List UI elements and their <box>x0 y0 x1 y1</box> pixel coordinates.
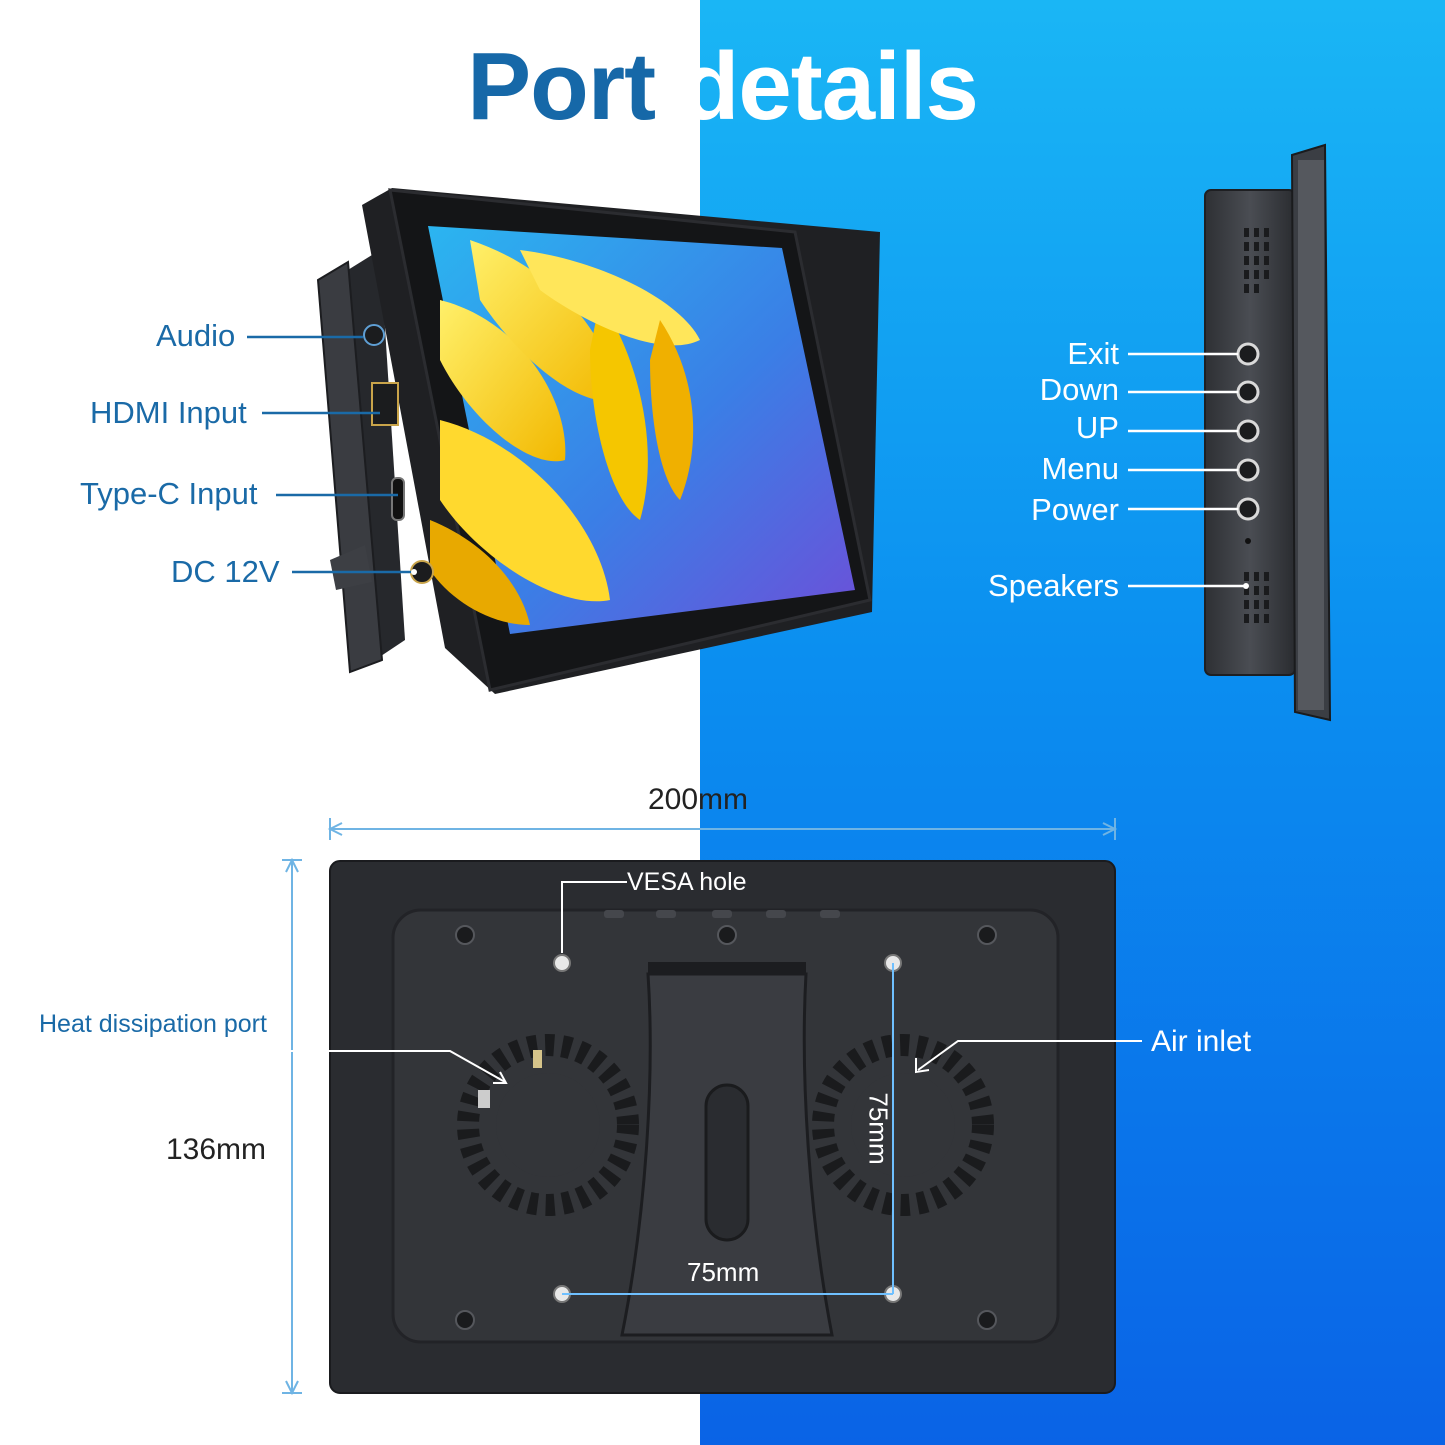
exit-label: Exit <box>1067 336 1119 371</box>
down-button-icon <box>1236 380 1260 404</box>
power-label: Power <box>1031 492 1119 527</box>
menu-button-icon <box>1236 458 1260 482</box>
width-dimension: 200mm <box>648 783 749 816</box>
left-vent-fan <box>457 1034 639 1216</box>
dimension-lines <box>282 818 1118 1396</box>
up-label: UP <box>1075 410 1119 445</box>
speakers-label: Speakers <box>988 568 1119 603</box>
audio-label: Audio <box>156 318 236 353</box>
dc-label: DC 12V <box>171 554 280 589</box>
exit-button-icon <box>1236 342 1260 366</box>
hdmi-label: HDMI Input <box>90 395 247 430</box>
stand <box>620 962 834 1337</box>
height-dimension: 136mm <box>166 1133 267 1166</box>
vesa-horizontal-dimension: 75mm <box>687 1257 760 1287</box>
monitor-front-illustration <box>247 188 880 694</box>
right-vent-fan <box>812 1034 994 1216</box>
heat-dissipation-label: Heat dissipation port <box>39 1010 267 1038</box>
monitor-side-illustration <box>1128 143 1332 722</box>
screen-flower-petals <box>430 240 700 625</box>
down-label: Down <box>1039 372 1119 407</box>
monitor-rear-illustration <box>195 860 1142 1394</box>
page-title: Port details <box>467 33 979 140</box>
air-inlet-label: Air inlet <box>1151 1025 1252 1058</box>
power-button-icon <box>1236 497 1260 521</box>
vesa-vertical-dimension: 75mm <box>863 1092 894 1165</box>
up-button-icon <box>1236 419 1260 443</box>
typec-label: Type-C Input <box>80 476 258 511</box>
vesa-hole-label: VESA hole <box>627 868 747 896</box>
menu-label: Menu <box>1041 451 1119 486</box>
